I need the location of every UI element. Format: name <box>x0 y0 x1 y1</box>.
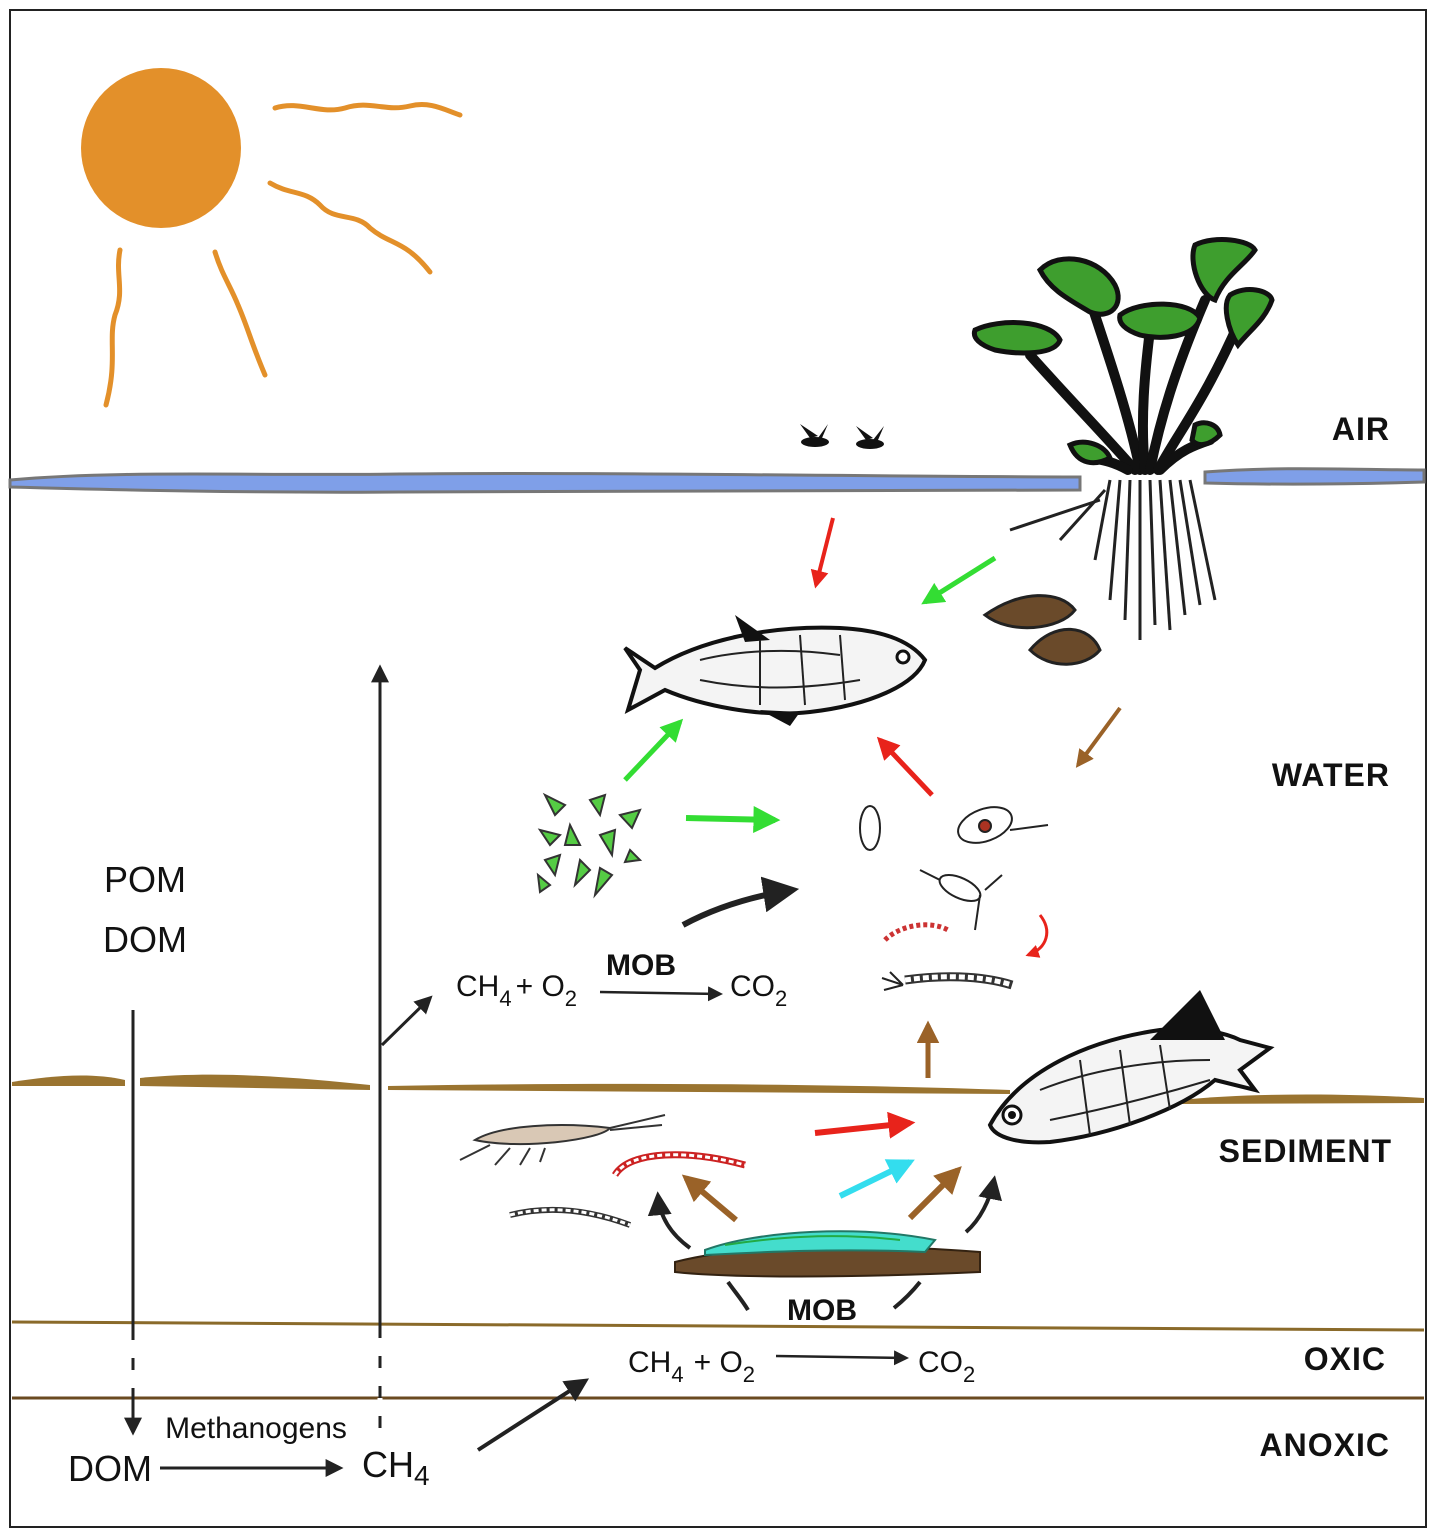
zone-label-water: WATER <box>1272 757 1390 793</box>
benthic-fish-icon <box>987 990 1275 1145</box>
larva-to-larva-arrow <box>1025 914 1049 958</box>
mat-left-curve-arrow <box>647 1191 692 1250</box>
zone-label-air: AIR <box>1332 411 1390 447</box>
plant-detritus-arrow <box>1075 706 1122 768</box>
phyto-to-fish-arrow <box>623 718 684 782</box>
dom-label-water: DOM <box>103 919 187 960</box>
phytoplankton-icon <box>536 792 643 899</box>
water-reaction-reactants: CH4+ O2 <box>456 970 577 1011</box>
aquatic-plant-icon <box>971 237 1275 666</box>
mob-label-sediment: MOB <box>787 1294 857 1327</box>
benthos-to-fish-arrow <box>814 1111 916 1139</box>
sediment-surface <box>12 1074 1424 1104</box>
oligochaete-worm-icon <box>509 1206 632 1228</box>
sediment-reaction-arrow <box>775 1350 909 1366</box>
zone-label-oxic: OXIC <box>1304 1341 1386 1377</box>
mat-right-curve-arrow <box>964 1175 1002 1234</box>
methane-branch-arrow <box>380 995 433 1047</box>
zooplankton-to-fish-arrow <box>876 736 934 797</box>
pelagic-fish-icon <box>623 615 928 726</box>
amphipod-icon <box>459 1114 666 1166</box>
water-reaction-arrow <box>599 986 723 1002</box>
insect-to-fish-arrow <box>810 517 835 589</box>
mat-bottom-right-curve <box>892 1280 922 1310</box>
sun-icon <box>81 68 463 408</box>
water-reaction-product: CO2 <box>730 970 787 1011</box>
plant-to-fish-arrow <box>921 555 997 605</box>
methanogens-label: Methanogens <box>165 1412 347 1445</box>
sediment-reaction-reactants: CH4+ O2 <box>628 1346 755 1387</box>
zooplankton-icon <box>859 805 1049 931</box>
mat-bottom-left-curve <box>726 1280 750 1312</box>
flying-insect-icon <box>800 424 884 449</box>
zone-label-sediment: SEDIMENT <box>1219 1133 1392 1169</box>
red-chironomid-icon <box>612 1151 746 1178</box>
pom-label: POM <box>104 859 186 900</box>
sediment-reaction-product: CO2 <box>918 1346 975 1387</box>
oxic-boundary <box>11 1320 1425 1332</box>
mob-label-water: MOB <box>606 949 676 982</box>
dom-label-anoxic: DOM <box>68 1448 152 1489</box>
mat-to-fish-arrow <box>907 1166 962 1221</box>
anoxic-to-oxic-arrow <box>476 1378 590 1452</box>
zone-label-anoxic: ANOXIC <box>1260 1427 1390 1463</box>
phyto-to-zooplankton-arrow <box>685 806 781 834</box>
ch4-label-anoxic: CH4 <box>362 1444 430 1491</box>
microbial-mat-icon <box>674 1230 981 1278</box>
mat-cyan-arrow <box>838 1159 915 1199</box>
mob-to-zooplankton-arrow <box>681 876 800 928</box>
chironomid-larva-icon <box>881 922 1014 991</box>
mat-to-worm-arrow <box>681 1174 738 1223</box>
water-surface <box>8 467 1426 494</box>
